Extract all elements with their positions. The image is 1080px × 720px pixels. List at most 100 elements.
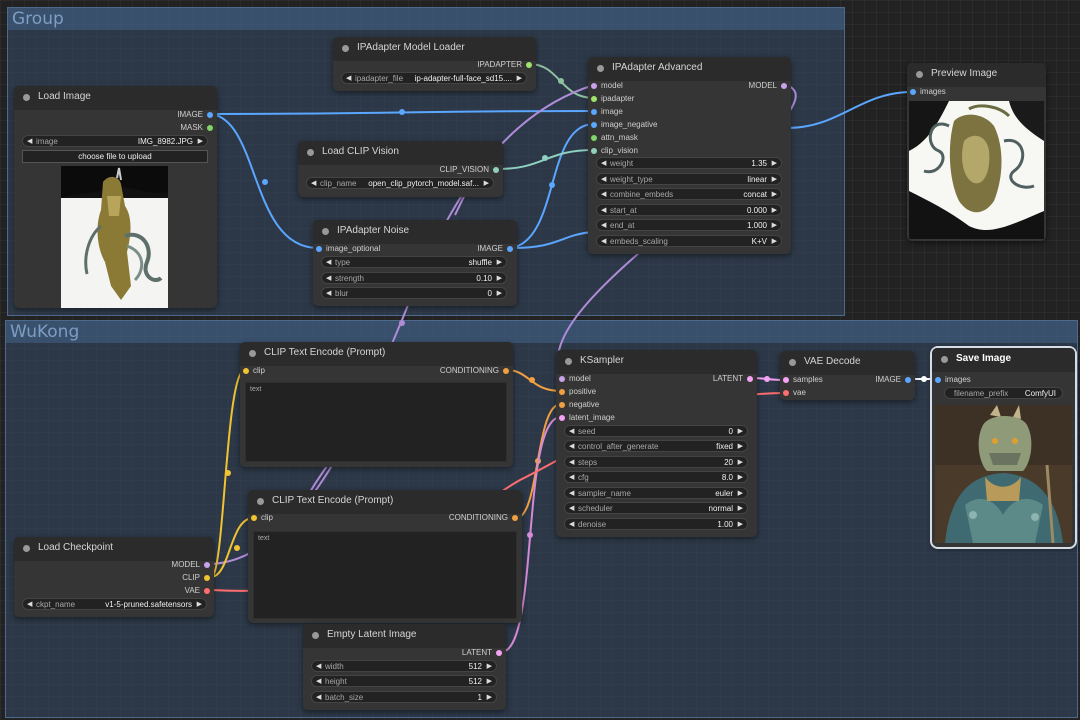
collapse-dot-icon[interactable] — [789, 359, 796, 366]
input-image-negative[interactable]: image_negative — [591, 120, 657, 129]
arrow-right-icon[interactable]: ▶ — [196, 601, 202, 608]
arrow-left-icon[interactable]: ◀ — [569, 521, 575, 528]
arrow-right-icon[interactable]: ▶ — [496, 259, 502, 266]
port-dot-icon[interactable] — [204, 562, 210, 568]
node-header[interactable]: IPAdapter Model Loader — [333, 37, 536, 61]
output-latent[interactable]: LATENT — [713, 374, 753, 383]
arrow-right-icon[interactable]: ▶ — [771, 176, 777, 183]
input-clip[interactable]: clip — [251, 513, 273, 522]
arrow-right-icon[interactable]: ▶ — [737, 490, 743, 497]
output-image[interactable]: IMAGE — [875, 375, 911, 384]
input-image[interactable]: image — [591, 107, 623, 116]
ipadapter-noise-node[interactable]: IPAdapter Noise image_optional IMAGE ◀ty… — [313, 220, 517, 306]
arrow-left-icon[interactable]: ◀ — [326, 259, 332, 266]
node-header[interactable]: Preview Image — [907, 63, 1046, 87]
port-dot-icon[interactable] — [591, 96, 597, 102]
output-model[interactable]: MODEL — [172, 560, 210, 569]
arrow-right-icon[interactable]: ▶ — [486, 663, 492, 670]
port-dot-icon[interactable] — [935, 377, 941, 383]
arrow-right-icon[interactable]: ▶ — [771, 238, 777, 245]
input-clip[interactable]: clip — [243, 366, 265, 375]
clip-text-encode-negative-node[interactable]: CLIP Text Encode (Prompt) clip CONDITION… — [248, 490, 522, 623]
port-dot-icon[interactable] — [251, 515, 257, 521]
ipadapter-model-loader-node[interactable]: IPAdapter Model Loader IPADAPTER ◀ ipada… — [333, 37, 536, 91]
node-header[interactable]: Load Image — [14, 86, 217, 110]
input-positive[interactable]: positive — [559, 387, 596, 396]
port-dot-icon[interactable] — [747, 376, 753, 382]
arrow-right-icon[interactable]: ▶ — [737, 474, 743, 481]
arrow-left-icon[interactable]: ◀ — [569, 474, 575, 481]
arrow-left-icon[interactable]: ◀ — [601, 191, 607, 198]
arrow-right-icon[interactable]: ▶ — [483, 180, 489, 187]
arrow-left-icon[interactable]: ◀ — [601, 207, 607, 214]
arrow-right-icon[interactable]: ▶ — [771, 160, 777, 167]
input-samples[interactable]: samples — [783, 375, 823, 384]
port-dot-icon[interactable] — [493, 167, 499, 173]
node-header[interactable]: CLIP Text Encode (Prompt) — [240, 342, 513, 366]
output-vae[interactable]: VAE — [185, 586, 210, 595]
port-dot-icon[interactable] — [781, 83, 787, 89]
collapse-dot-icon[interactable] — [23, 545, 30, 552]
port-dot-icon[interactable] — [783, 377, 789, 383]
port-dot-icon[interactable] — [503, 368, 509, 374]
load-clip-vision-node[interactable]: Load CLIP Vision CLIP_VISION ◀ clip_name… — [298, 141, 503, 197]
node-header[interactable]: KSampler — [556, 350, 757, 374]
port-dot-icon[interactable] — [591, 148, 597, 154]
arrow-left-icon[interactable]: ◀ — [601, 160, 607, 167]
port-dot-icon[interactable] — [905, 377, 911, 383]
preview-image-node[interactable]: Preview Image images — [907, 63, 1046, 241]
arrow-left-icon[interactable]: ◀ — [346, 75, 352, 82]
arrow-left-icon[interactable]: ◀ — [569, 459, 575, 466]
output-mask[interactable]: MASK — [180, 123, 213, 132]
arrow-left-icon[interactable]: ◀ — [326, 275, 332, 282]
input-ipadapter[interactable]: ipadapter — [591, 94, 634, 103]
output-model[interactable]: MODEL — [749, 81, 787, 90]
arrow-right-icon[interactable]: ▶ — [771, 191, 777, 198]
arrow-left-icon[interactable]: ◀ — [569, 428, 575, 435]
ipadapter-file-select[interactable]: ◀ ipadapter_file ip-adapter-full-face_sd… — [341, 72, 527, 84]
port-dot-icon[interactable] — [591, 122, 597, 128]
output-clip[interactable]: CLIP — [182, 573, 210, 582]
arrow-left-icon[interactable]: ◀ — [27, 138, 33, 145]
arrow-right-icon[interactable]: ▶ — [737, 443, 743, 450]
collapse-dot-icon[interactable] — [249, 350, 256, 357]
ksampler-node[interactable]: KSampler model positive negative latent_… — [556, 350, 757, 537]
arrow-right-icon[interactable]: ▶ — [737, 459, 743, 466]
arrow-right-icon[interactable]: ▶ — [496, 275, 502, 282]
arrow-left-icon[interactable]: ◀ — [569, 443, 575, 450]
arrow-right-icon[interactable]: ▶ — [486, 694, 492, 701]
arrow-left-icon[interactable]: ◀ — [601, 222, 607, 229]
collapse-dot-icon[interactable] — [565, 358, 572, 365]
node-header[interactable]: Empty Latent Image — [303, 624, 506, 648]
output-latent[interactable]: LATENT — [462, 648, 502, 657]
arrow-left-icon[interactable]: ◀ — [27, 601, 33, 608]
arrow-right-icon[interactable]: ▶ — [496, 290, 502, 297]
ipadapter-advanced-node[interactable]: IPAdapter Advanced model ipadapter image… — [588, 57, 791, 254]
port-dot-icon[interactable] — [243, 368, 249, 374]
node-header[interactable]: VAE Decode — [780, 351, 915, 375]
port-dot-icon[interactable] — [910, 89, 916, 95]
port-dot-icon[interactable] — [591, 135, 597, 141]
output-ipadapter[interactable]: IPADAPTER — [477, 60, 532, 69]
arrow-left-icon[interactable]: ◀ — [569, 490, 575, 497]
group-header[interactable] — [8, 8, 844, 30]
collapse-dot-icon[interactable] — [23, 94, 30, 101]
node-header[interactable]: IPAdapter Noise — [313, 220, 517, 244]
port-dot-icon[interactable] — [207, 125, 213, 131]
node-header[interactable]: Load Checkpoint — [14, 537, 214, 561]
prompt-textarea[interactable]: text — [253, 531, 517, 619]
